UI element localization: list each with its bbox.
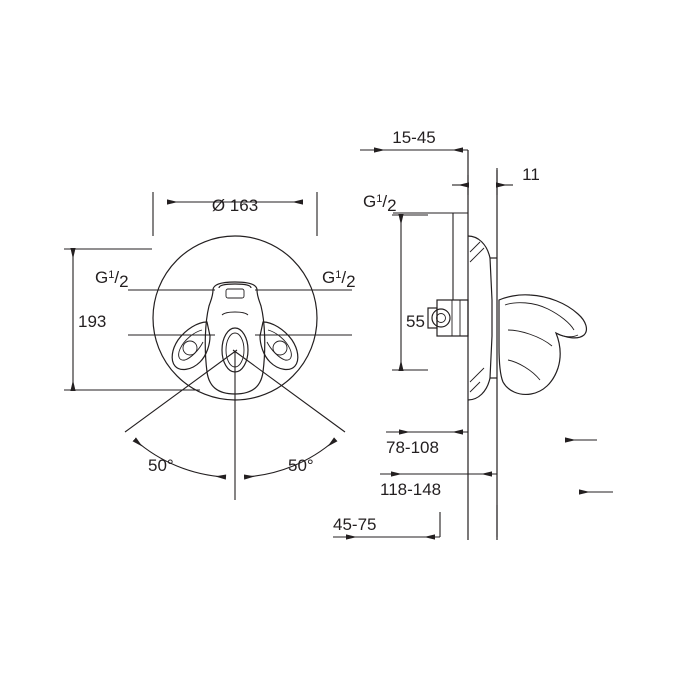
dim-11: 11 xyxy=(452,165,540,195)
rough-in-body xyxy=(427,299,469,337)
dim-label-15-45: 15-45 xyxy=(392,128,435,147)
side-view-group: 15-45 11 G1/2 55 xyxy=(333,128,613,540)
dim-label-angle-left: 50° xyxy=(148,456,174,475)
dim-118-148: 118-148 xyxy=(380,471,497,499)
dim-label-thread-left: G1/2 xyxy=(95,268,129,291)
dim-thread-left: G1/2 xyxy=(95,268,215,336)
dim-angle-left: 50° xyxy=(124,349,238,500)
dim-label-55: 55 xyxy=(406,312,425,331)
dim-label-diameter: Ø 163 xyxy=(212,196,258,215)
dim-label-193: 193 xyxy=(78,312,106,331)
dim-label-thread-side: G1/2 xyxy=(363,192,397,215)
dim-78-108: 78-108 xyxy=(386,429,468,457)
dim-angle-right: 50° xyxy=(232,349,346,480)
left-connector xyxy=(171,321,211,371)
dim-15-45: 15-45 xyxy=(360,128,468,153)
dim-thread-side: G1/2 xyxy=(363,192,468,300)
section-hatching xyxy=(469,241,485,393)
dim-label-angle-right: 50° xyxy=(288,456,314,475)
dim-55: 55 xyxy=(392,214,428,371)
dim-45-75: 45-75 xyxy=(333,505,498,540)
handle-travel-markers xyxy=(565,437,613,495)
right-connector xyxy=(259,321,299,371)
mixer-lever-side xyxy=(498,294,588,396)
dim-label-45-75: 45-75 xyxy=(333,515,376,534)
dim-label-78-108: 78-108 xyxy=(386,438,439,457)
dim-diameter-163: Ø 163 xyxy=(152,192,318,236)
front-view-group: Ø 163 193 G1/2 G1/2 xyxy=(64,192,356,500)
escutcheon-plate-side xyxy=(467,235,497,401)
dim-label-118-148: 118-148 xyxy=(380,480,441,499)
dim-thread-right: G1/2 xyxy=(255,268,356,336)
dim-label-11: 11 xyxy=(522,165,540,184)
dim-height-193: 193 xyxy=(64,248,200,391)
dim-label-thread-right: G1/2 xyxy=(322,268,356,291)
